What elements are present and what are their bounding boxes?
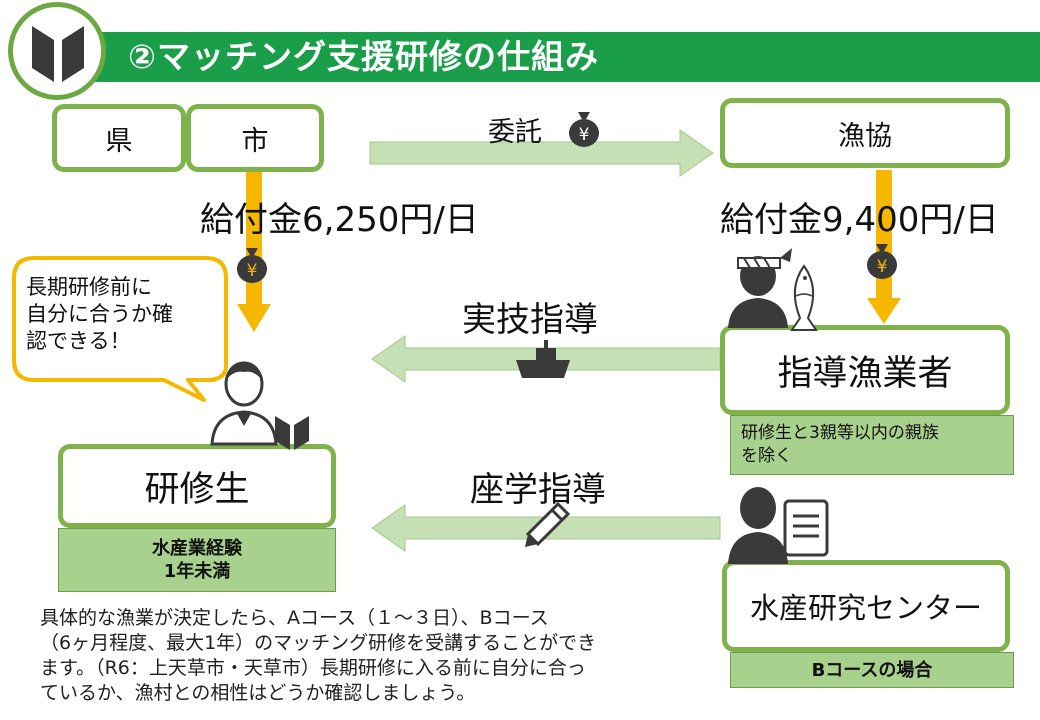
entrust-arrow bbox=[369, 129, 714, 177]
instructor-label: 指導漁業者 bbox=[777, 353, 953, 394]
prefecture-label: 県 bbox=[105, 125, 133, 157]
money-bag-icon: ¥ bbox=[569, 112, 599, 147]
prefecture-box: 県 bbox=[52, 104, 186, 172]
title-bar bbox=[82, 32, 1040, 82]
instructor-exclusion-line-1: 研修生と3親等以内の親族 bbox=[741, 423, 939, 443]
document-icon bbox=[783, 499, 829, 557]
research-center-label: 水産研究センター bbox=[749, 591, 982, 625]
instructor-box: 指導漁業者 bbox=[720, 325, 1010, 415]
yen-symbol: ¥ bbox=[877, 257, 888, 277]
practical-label: 実技指導 bbox=[462, 300, 598, 340]
logo-circle bbox=[8, 2, 106, 100]
research-center-box: 水産研究センター bbox=[722, 560, 1010, 652]
money-bag-icon: ¥ bbox=[867, 244, 897, 279]
speech-bubble bbox=[12, 256, 228, 402]
fish-icon bbox=[790, 264, 818, 331]
description-text: 具体的な漁業が決定したら、Aコース（１～３日）、Bコース （6ヶ月程度、最大1年… bbox=[40, 606, 680, 706]
description-line-4: ているか、漁村との相性はどうか確認しましょう。 bbox=[40, 682, 476, 704]
description-line-1: 具体的な漁業が決定したら、Aコース（１～３日）、Bコース bbox=[40, 607, 549, 629]
trainee-condition-line-2: 1年未満 bbox=[163, 561, 231, 582]
city-label: 市 bbox=[241, 125, 269, 157]
trainee-condition-line-1: 水産業経験 bbox=[152, 538, 242, 559]
ship-icon bbox=[516, 340, 570, 378]
bubble-line-2: 自分に合うか確 bbox=[26, 302, 173, 326]
city-box: 市 bbox=[186, 104, 324, 172]
fisherman-icon bbox=[728, 248, 792, 328]
description-line-3: ます。（R6：上天草市・天草市）長期研修に入る前に自分に合っ bbox=[40, 657, 586, 679]
classroom-label: 座学指導 bbox=[470, 470, 606, 510]
fishery-coop-box: 漁協 bbox=[720, 98, 1010, 168]
trainee-box: 研修生 bbox=[58, 444, 336, 528]
city-payment-label: 給付金6,250円/日 bbox=[200, 200, 479, 240]
bubble-text: 長期研修前に 自分に合うか確 認できる！ bbox=[26, 274, 206, 355]
money-bag-icon: ¥ bbox=[237, 248, 267, 283]
research-center-case-label: Bコースの場合 bbox=[811, 659, 933, 681]
research-center-case-note: Bコースの場合 bbox=[730, 652, 1014, 688]
description-line-2: （6ヶ月程度、最大1年）のマッチング研修を受講することができ bbox=[40, 632, 597, 654]
beginner-mark-icon bbox=[32, 26, 84, 82]
trainee-person-icon bbox=[210, 361, 278, 446]
yen-symbol: ¥ bbox=[247, 261, 258, 281]
entrust-label: 委託 bbox=[488, 117, 542, 148]
coop-payment-label: 給付金9,400円/日 bbox=[720, 200, 999, 240]
fishery-coop-label: 漁協 bbox=[838, 120, 892, 152]
researcher-icon bbox=[728, 487, 788, 564]
trainee-label: 研修生 bbox=[144, 469, 250, 510]
bubble-line-3: 認できる！ bbox=[26, 329, 131, 353]
instructor-exclusion-note: 研修生と3親等以内の親族 を除く bbox=[730, 415, 1014, 475]
yen-symbol: ¥ bbox=[579, 125, 590, 145]
bubble-line-1: 長期研修前に bbox=[26, 275, 152, 299]
pencil-icon bbox=[525, 501, 571, 547]
page-title: ②マッチング支援研修の仕組み bbox=[128, 37, 599, 76]
instructor-exclusion-line-2: を除く bbox=[741, 446, 792, 466]
beginner-mark-icon bbox=[275, 416, 309, 450]
trainee-condition-note: 水産業経験 1年未満 bbox=[58, 528, 336, 592]
